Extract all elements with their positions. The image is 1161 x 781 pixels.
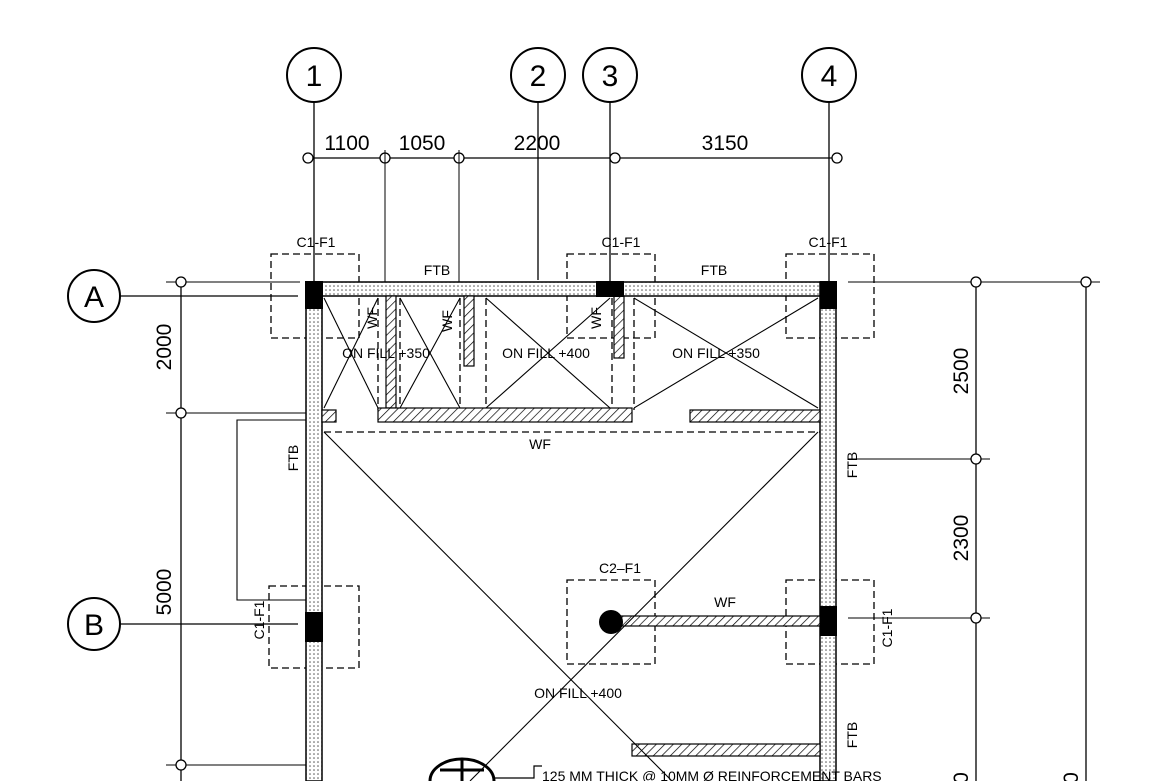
grid-label-3: 3 — [602, 60, 619, 93]
columns — [305, 281, 837, 642]
walls — [305, 281, 837, 781]
dim-top-1: 1100 — [324, 132, 369, 155]
dim-right-1: 2500 — [950, 348, 973, 395]
label-fill-350-right: ON FILL +350 — [672, 345, 760, 361]
wall-stub-2 — [613, 295, 625, 359]
left-step-outline — [236, 419, 306, 601]
label-c1f1-a1: C1-F1 — [297, 234, 336, 250]
grid-label-A: A — [84, 281, 104, 314]
grid-bubble-1: 1 — [286, 47, 342, 103]
dim-top-3: 2200 — [514, 132, 561, 155]
dim-top-4: 3150 — [702, 132, 749, 155]
wall-bottom-right — [631, 743, 821, 757]
slab-symbol-icon — [428, 757, 496, 781]
left-dimension-string: 2000 5000 — [153, 276, 306, 781]
wall-interior-right — [689, 409, 821, 423]
slab-note-text: 125 MM THICK @ 10MM Ø REINFORCEMENT BARS — [542, 768, 882, 781]
grid-bubble-2: 2 — [510, 47, 566, 103]
label-ftb-right-upper: FTB — [844, 452, 860, 478]
dim-right-2: 2300 — [950, 515, 973, 562]
fill-area-crosses — [323, 297, 819, 781]
grid-label-1: 1 — [306, 60, 323, 93]
wall-interior-bottom — [377, 407, 633, 423]
beam-b — [609, 615, 821, 627]
label-wf-v3: WF — [588, 307, 604, 329]
column-b4 — [820, 606, 837, 636]
grid-label-2: 2 — [530, 60, 547, 93]
grid-bubble-4: 4 — [801, 47, 857, 103]
dim-top-2: 1050 — [399, 132, 446, 155]
grid-bubble-A: A — [67, 269, 298, 323]
dim-left-1: 2000 — [153, 324, 176, 371]
wall-right — [819, 281, 837, 781]
label-wf-mid: WF — [529, 436, 551, 452]
label-c1f1-a3: C1-F1 — [602, 234, 641, 250]
top-dimension-string: 1100 1050 2200 3150 — [302, 132, 843, 282]
column-a3 — [596, 281, 624, 297]
column-c2 — [599, 610, 623, 634]
column-a1 — [305, 281, 323, 309]
label-wf-v1: WF — [364, 307, 380, 329]
label-c1f1-a4: C1-F1 — [809, 234, 848, 250]
label-fill-350-left: ON FILL +350 — [342, 345, 430, 361]
right-dimension-string: 2500 2300 0 0 — [848, 276, 1100, 781]
label-wf-v2: WF — [439, 310, 455, 332]
label-fill-400-mid: ON FILL +400 — [502, 345, 590, 361]
label-ftb-top-left: FTB — [424, 262, 450, 278]
label-fill-400-main: ON FILL +400 — [534, 685, 622, 701]
label-ftb-left: FTB — [285, 445, 301, 471]
grid-row-bubbles: A B — [67, 269, 298, 651]
label-c2f1: C2–F1 — [599, 560, 641, 576]
label-ftb-top-right: FTB — [701, 262, 727, 278]
column-a4 — [820, 281, 837, 309]
slab-note: 125 MM THICK @ 10MM Ø REINFORCEMENT BARS — [428, 757, 882, 781]
label-wf-b: WF — [714, 594, 736, 610]
label-ftb-right-lower: FTB — [844, 722, 860, 748]
wall-stub-1 — [463, 295, 475, 367]
grid-label-B: B — [84, 609, 104, 642]
footing-outlines — [268, 253, 875, 669]
wall-left — [305, 281, 323, 781]
column-b1 — [305, 612, 323, 642]
footing-c2f1 — [566, 579, 656, 665]
dim-left-2: 5000 — [153, 569, 176, 616]
grid-column-bubbles: 1 2 3 4 — [286, 47, 857, 282]
dim-right-4: 0 — [1060, 772, 1083, 781]
label-c1f1-b1: C1-F1 — [251, 600, 267, 639]
label-c1f1-b4: C1-F1 — [879, 608, 895, 647]
grid-bubble-3: 3 — [582, 47, 638, 103]
grid-bubble-B: B — [67, 597, 298, 651]
grid-label-4: 4 — [821, 60, 838, 93]
wall-top — [305, 281, 837, 297]
dim-right-3: 0 — [950, 772, 973, 781]
labels: C1-F1 C1-F1 C1-F1 FTB FTB WF WF WF ON FI… — [251, 234, 895, 748]
